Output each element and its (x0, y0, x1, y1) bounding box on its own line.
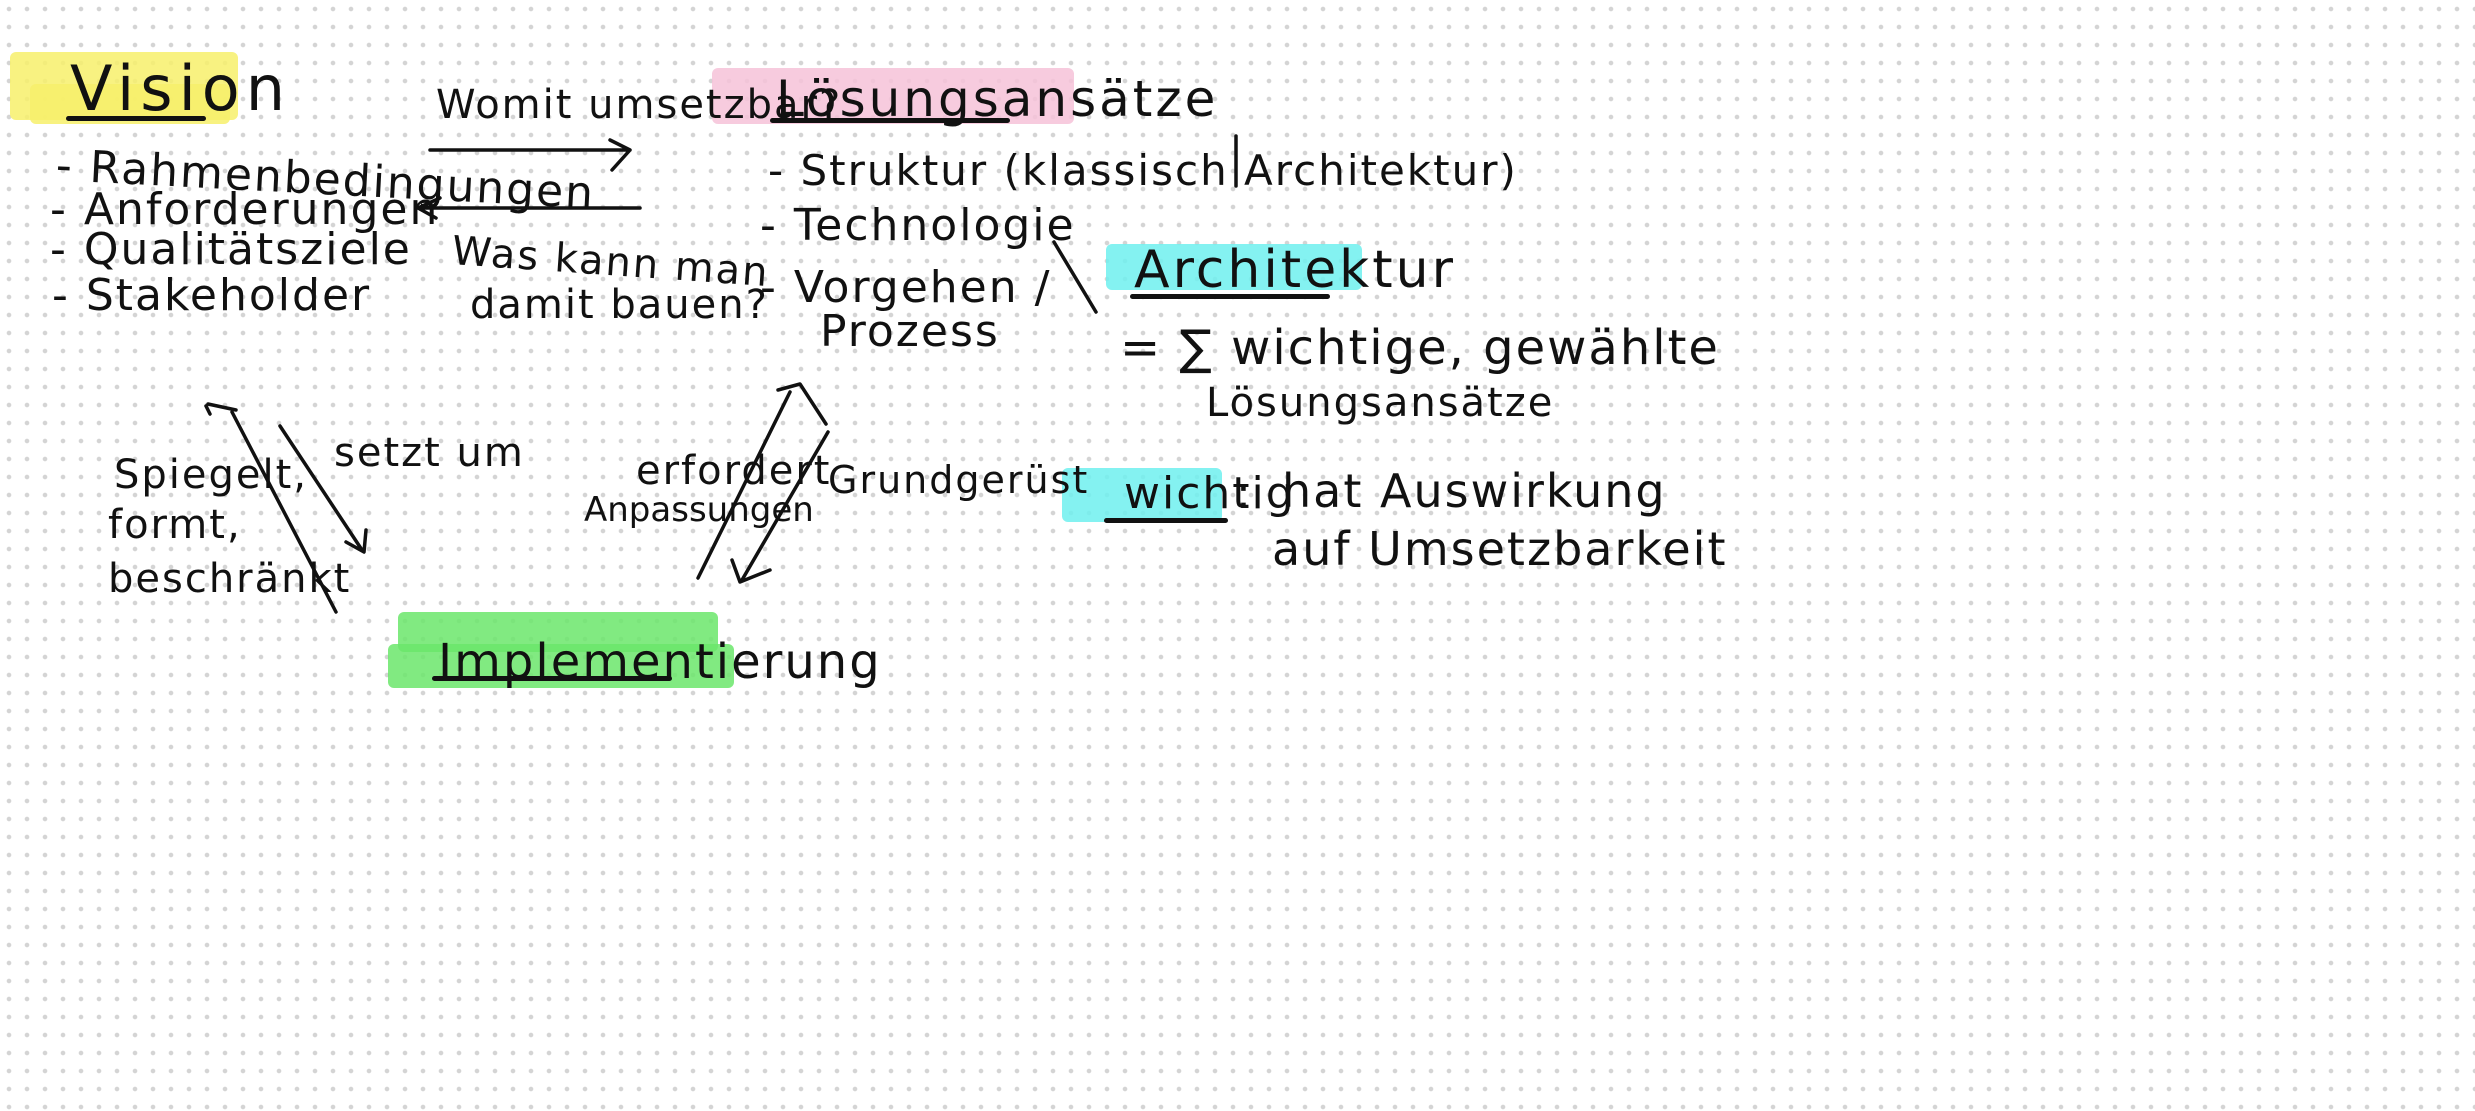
solutions-item-process: Prozess (820, 306, 1000, 357)
arrow-left-was-kann (416, 196, 642, 220)
arrow-up-to-solutions (696, 382, 828, 580)
implementation-title-underline (432, 676, 672, 681)
solutions-highlight (712, 68, 1074, 124)
important-colon: : (1236, 468, 1251, 519)
label-setzt-um: setzt um (334, 430, 525, 476)
architecture-highlight (1106, 244, 1362, 290)
solutions-item-structure: - Struktur (klassisch Architektur) (768, 146, 1518, 195)
label-formt: formt, (108, 502, 242, 548)
vision-item-stakeholder: - Stakeholder (52, 270, 372, 321)
solutions-item-approach: - Vorgehen / (760, 262, 1052, 313)
important-keyword: wichtig (1124, 468, 1296, 519)
arrow-up-to-vision (204, 402, 338, 614)
important-keyword-underline (1104, 518, 1228, 523)
arrow-down-to-implementation-right (730, 430, 830, 584)
important-highlight (1062, 468, 1222, 522)
important-explanation-line2: auf Umsetzbarkeit (1272, 522, 1728, 576)
architecture-definition-line1: = ∑ wichtige, gewählte (1120, 320, 1720, 376)
arrow-down-to-implementation (278, 424, 368, 554)
vision-item-quality-goals: - Qualitätsziele (50, 224, 412, 275)
solutions-item-technology: - Technologie (760, 200, 1076, 251)
vision-title: Vision (70, 52, 292, 125)
important-explanation-line1: hat Auswirkung (1282, 464, 1667, 518)
arrow-right-womit (428, 138, 632, 172)
label-grundgeruest: Grundgerüst (828, 458, 1090, 502)
architecture-definition-line2: Lösungsansätze (1206, 380, 1555, 426)
question-damit-bauen: damit bauen? (470, 282, 769, 328)
vision-item-requirements: - Anforderungen (50, 184, 440, 235)
architecture-title-underline (1130, 294, 1330, 299)
vision-title-underline (66, 116, 206, 121)
link-solutions-architecture (1052, 240, 1098, 314)
architecture-title: Architektur (1134, 240, 1457, 300)
solutions-title-underline (770, 118, 1010, 123)
